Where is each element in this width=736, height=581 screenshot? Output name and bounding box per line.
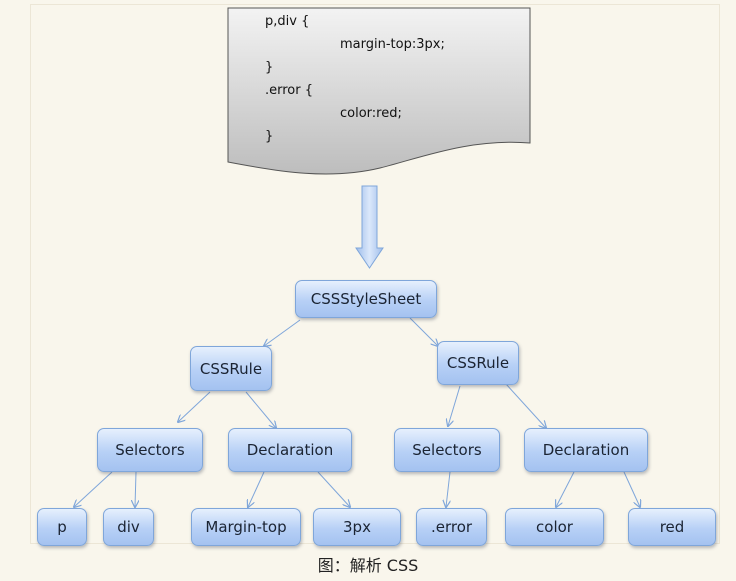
node-leaf-div: div xyxy=(103,508,154,546)
code-line-4: .error { xyxy=(265,83,314,98)
node-selectors-left: Selectors xyxy=(97,428,203,472)
node-leaf-error: .error xyxy=(416,508,487,546)
node-declaration-left: Declaration xyxy=(228,428,352,472)
code-line-2: margin-top:3px; xyxy=(340,37,445,52)
edge-declaration-color xyxy=(556,471,575,507)
edge-rule-right-selectors xyxy=(448,385,461,426)
edge-rule-right-declaration xyxy=(505,383,546,428)
edge-root-rule-left xyxy=(264,319,301,346)
node-declaration-right: Declaration xyxy=(524,428,648,472)
edge-declaration-red xyxy=(623,471,640,507)
node-leaf-3px: 3px xyxy=(313,508,401,546)
code-line-1: p,div { xyxy=(265,14,310,29)
parse-arrow xyxy=(355,185,384,269)
edge-selectors-p xyxy=(74,471,113,507)
code-line-3: } xyxy=(265,60,274,75)
code-line-6: } xyxy=(265,129,274,144)
edge-selectors-error xyxy=(446,471,450,507)
edge-rule-left-selectors xyxy=(178,391,211,422)
edge-declaration-3px xyxy=(317,471,350,507)
source-document-shape xyxy=(227,7,531,175)
node-cssrule-right: CSSRule xyxy=(437,341,519,385)
edge-declaration-margin-top xyxy=(248,471,265,507)
node-leaf-margin-top: Margin-top xyxy=(191,508,301,546)
code-line-5: color:red; xyxy=(340,106,402,121)
node-leaf-red: red xyxy=(628,508,716,546)
node-cssrule-left: CSSRule xyxy=(190,346,272,391)
node-selectors-right: Selectors xyxy=(394,428,500,472)
edge-root-rule-right xyxy=(409,317,438,346)
edge-rule-left-declaration xyxy=(245,391,276,428)
edge-selectors-div xyxy=(135,471,136,507)
node-leaf-p: p xyxy=(37,508,87,546)
node-leaf-color: color xyxy=(505,508,604,546)
node-cssstylesheet: CSSStyleSheet xyxy=(295,280,437,318)
figure-caption: 图：解析 CSS xyxy=(317,556,419,575)
